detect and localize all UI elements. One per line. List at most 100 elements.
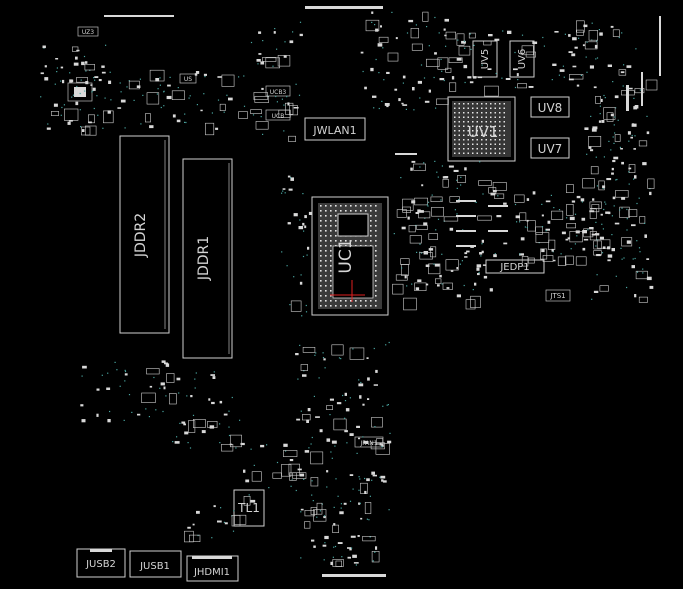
smd-pad xyxy=(165,363,170,367)
bga-ball xyxy=(485,139,487,141)
bga-ball xyxy=(463,139,465,141)
via xyxy=(179,422,181,424)
smd-part-outline xyxy=(430,246,437,258)
smd-pad xyxy=(505,78,511,80)
smd-pad xyxy=(375,546,378,550)
smd-part-outline xyxy=(542,255,554,262)
via xyxy=(457,39,459,41)
smd-part-outline xyxy=(313,509,327,522)
smd-part-outline xyxy=(434,278,442,284)
us-label: US xyxy=(184,76,192,83)
via xyxy=(463,284,465,287)
via xyxy=(646,115,648,117)
via xyxy=(80,126,82,128)
bga-ball xyxy=(350,300,352,302)
bga-ball xyxy=(485,134,487,136)
smd-part-outline xyxy=(551,210,564,220)
via xyxy=(470,48,472,50)
smd-part-outline xyxy=(265,57,280,69)
smd-pad xyxy=(582,230,587,234)
jfan1-label: JFAN1 xyxy=(359,440,377,447)
smd-pad xyxy=(295,353,299,356)
via xyxy=(177,87,179,89)
smd-part-outline xyxy=(425,58,440,67)
smd-pad xyxy=(574,46,578,49)
via xyxy=(188,97,190,99)
smd-pad xyxy=(649,191,652,196)
bga-ball xyxy=(490,116,492,118)
via xyxy=(631,134,633,137)
smd-part-outline xyxy=(566,223,576,229)
via xyxy=(211,537,213,539)
via xyxy=(381,100,383,102)
via xyxy=(289,304,291,306)
via xyxy=(633,178,635,180)
bga-ball xyxy=(485,116,487,118)
bga-ball xyxy=(476,107,478,109)
smd-part-outline xyxy=(50,111,59,116)
smd-pad xyxy=(304,225,307,229)
smd-pad xyxy=(532,41,538,44)
via xyxy=(480,255,482,257)
via xyxy=(358,379,360,381)
via xyxy=(405,108,407,110)
via xyxy=(550,194,552,196)
jedp1-label: JEDP1 xyxy=(499,262,529,273)
via xyxy=(116,369,118,371)
bga-ball xyxy=(490,103,492,105)
bga-ball xyxy=(360,305,362,307)
bga-ball xyxy=(503,121,505,123)
smd-part-outline xyxy=(333,418,347,431)
via xyxy=(374,551,376,553)
via xyxy=(558,209,561,211)
via xyxy=(458,199,460,201)
via xyxy=(131,411,133,413)
ic-uz3: UZ3 xyxy=(77,26,99,37)
via xyxy=(128,80,130,82)
via xyxy=(362,70,364,73)
tl1-label: TL1 xyxy=(237,501,260,515)
smd-part-outline xyxy=(443,216,459,222)
smd-part-outline xyxy=(588,136,602,147)
smd-part-outline xyxy=(416,224,428,230)
via xyxy=(293,276,295,278)
bga-ball xyxy=(463,143,465,145)
via xyxy=(299,344,301,346)
smd-pad xyxy=(107,419,111,423)
smd-part-outline xyxy=(304,509,315,517)
via xyxy=(615,107,617,109)
smd-pad xyxy=(228,97,233,101)
smd-pad xyxy=(606,178,612,181)
via xyxy=(495,72,497,75)
via xyxy=(460,176,462,178)
bga-ball xyxy=(472,107,474,109)
via xyxy=(619,146,621,148)
smd-part-outline xyxy=(243,495,251,506)
bga-ball xyxy=(320,265,322,267)
via xyxy=(441,283,443,285)
bga-ball xyxy=(325,300,327,302)
bga-ball xyxy=(330,305,332,307)
smd-pad xyxy=(584,127,589,130)
smd-pad xyxy=(428,89,431,93)
via xyxy=(186,395,188,397)
via xyxy=(313,395,315,397)
bga-ball xyxy=(330,230,332,232)
bga-ball xyxy=(472,143,474,145)
via xyxy=(148,416,150,418)
via xyxy=(415,224,417,227)
via xyxy=(433,76,435,79)
bga-ball xyxy=(458,125,460,127)
bga-ball xyxy=(490,130,492,132)
via xyxy=(626,208,628,211)
bga-ball xyxy=(375,215,377,217)
via xyxy=(603,156,605,158)
bga-ball xyxy=(325,270,327,272)
via xyxy=(252,114,255,116)
via xyxy=(281,98,283,100)
smd-part-outline xyxy=(527,257,535,264)
via xyxy=(282,190,284,192)
via xyxy=(109,71,111,73)
smd-pad xyxy=(520,237,525,241)
via xyxy=(163,91,165,93)
